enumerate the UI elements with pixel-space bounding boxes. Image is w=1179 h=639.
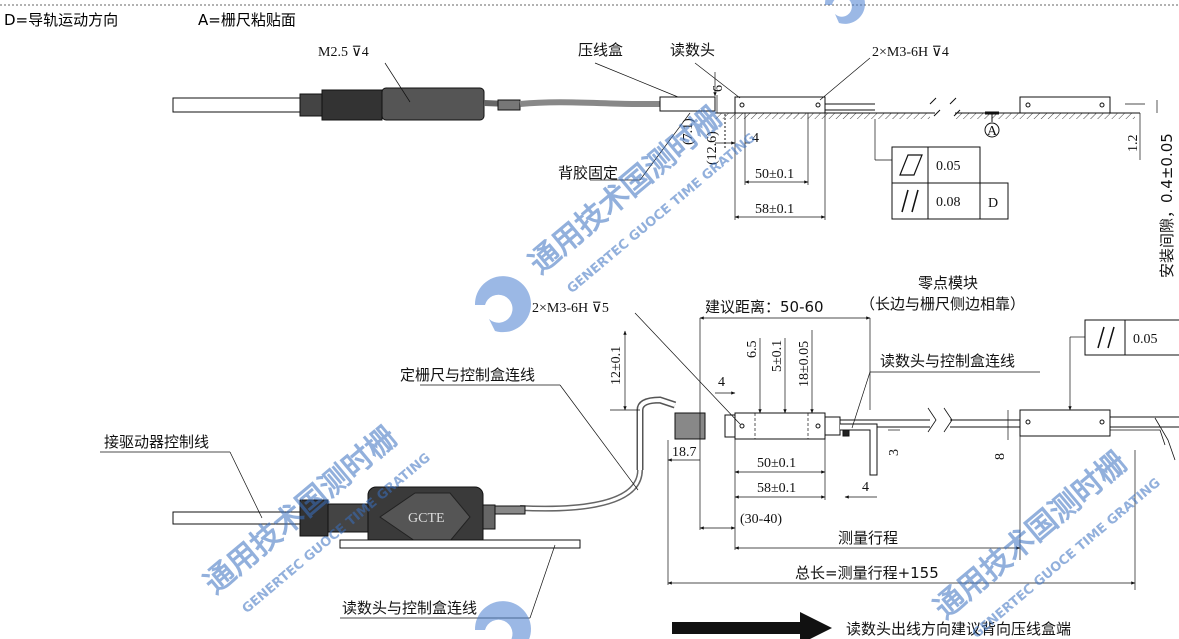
dim-50-top: 50±0.1: [755, 167, 794, 182]
top-cable-box: [659, 96, 716, 112]
bottom-view: [100, 312, 1179, 619]
dim-187: 18.7: [672, 445, 697, 460]
top-connector: [299, 93, 323, 117]
backing-label: 背胶固定: [558, 164, 618, 182]
arrow-note: 读数头出线方向建议背向压线盒端: [846, 620, 1071, 638]
bottom-cable-box: [674, 412, 706, 440]
legend-a: A=栅尺粘贴面: [198, 11, 296, 29]
bottom-read-head: [734, 412, 826, 440]
top-view-text: M2.5 ⊽4 压线盒 读数头 2×M3-6H ⊽4 6 (7.1) (12.6…: [318, 41, 1176, 278]
bottom-zero-block: [1019, 409, 1111, 437]
dim-6: 6: [711, 85, 726, 92]
travel-label: 测量行程: [838, 529, 898, 547]
top-view: [172, 57, 1158, 220]
m3-bot-label: 2×M3-6H ⊽5: [532, 301, 609, 316]
flatness-value: 0.05: [936, 159, 961, 174]
top-control-box: [381, 87, 485, 121]
cable-box-label: 压线盒: [578, 41, 623, 59]
watermark-logo-1: [474, 276, 531, 333]
dim-12-top: 1.2: [1126, 135, 1141, 153]
datum-a-circle: [984, 122, 1000, 138]
dim-126: (12.6): [705, 131, 720, 165]
top-zero-block: [1019, 96, 1111, 114]
gap-label: 安装间隙，0.4±0.05: [1158, 133, 1176, 278]
watermark-logo-2: [474, 601, 531, 639]
dim-4a: 4: [718, 375, 725, 390]
legend-d: D=导轨运动方向: [4, 11, 118, 29]
dim-8: 8: [993, 453, 1008, 460]
drive-line: 接驱动器控制线: [104, 433, 209, 451]
direction-arrow: [672, 612, 832, 639]
rh-link-right: 读数头与控制盒连线: [880, 352, 1015, 370]
zero-sub: （长边与栅尺侧边相靠）: [860, 295, 1025, 313]
parallel-value: 0.08: [936, 195, 961, 210]
dim-18: 18±0.05: [797, 341, 812, 387]
dim-5: 5±0.1: [770, 340, 785, 372]
dim-58-top: 58±0.1: [755, 202, 794, 217]
suggest-label: 建议距离：50-60: [705, 298, 824, 316]
par-tol2: 0.05: [1133, 332, 1158, 347]
dim-58-bot: 58±0.1: [757, 481, 796, 496]
top-read-head: [734, 96, 826, 114]
top-connector-body: [321, 89, 383, 121]
read-head-label: 读数头: [670, 41, 715, 59]
datum-a-label: A: [987, 124, 998, 139]
bottom-view-text: 2×M3-6H ⊽5 建议距离：50-60 零点模块 （长边与栅尺侧边相靠） 读…: [104, 274, 1158, 638]
watermark-logo-3: [824, 0, 865, 24]
rh-link-bottom: 读数头与控制盒连线: [342, 599, 477, 617]
dim-3040: (30-40): [740, 512, 782, 527]
total-label: 总长=测量行程+155: [795, 564, 939, 582]
box-logo: GCTE: [408, 511, 445, 526]
parallel-ref: D: [988, 196, 998, 211]
dim-4-top: 4: [752, 131, 759, 146]
dim-4b: 4: [862, 480, 869, 495]
m3-top-label: 2×M3-6H ⊽4: [872, 45, 949, 60]
parallel-frame: [891, 182, 929, 220]
flatness-icon: [899, 154, 923, 176]
top-cable: [172, 97, 304, 113]
dim-50-bot: 50±0.1: [757, 456, 796, 471]
parallel-icon: [911, 189, 919, 213]
dim-65: 6.5: [745, 341, 760, 359]
dim-71: (7.1): [681, 118, 696, 145]
dim-3: 3: [887, 449, 902, 456]
flatness-frame: [891, 146, 929, 184]
m25-label: M2.5 ⊽4: [318, 45, 369, 60]
scale-link: 定栅尺与控制盒连线: [400, 366, 535, 384]
zero-title: 零点模块: [918, 274, 978, 292]
dim-12-01: 12±0.1: [609, 346, 624, 385]
